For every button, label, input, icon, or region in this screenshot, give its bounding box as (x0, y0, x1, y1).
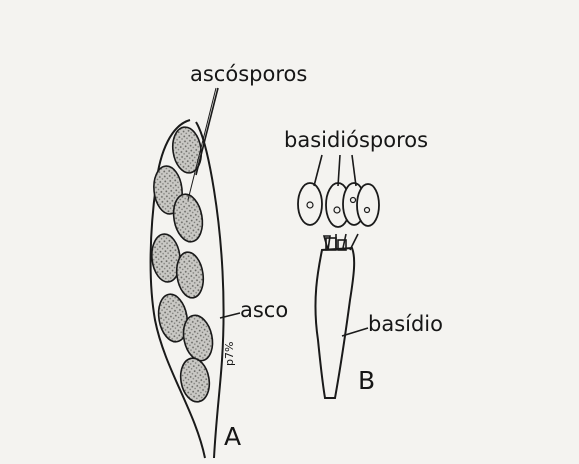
label-basidio: basídio (368, 314, 443, 335)
ascosporos-leader (196, 88, 218, 175)
label-basidiosporos: basidiósporos (284, 130, 428, 151)
label-ascosporos: ascósporos (190, 64, 307, 85)
scale-mark: p7% (224, 342, 235, 366)
basidiospore (357, 184, 379, 226)
ascospore (170, 125, 204, 174)
panel-label-b: B (358, 368, 375, 393)
panel-label-a: A (224, 424, 241, 449)
basidiospore (298, 183, 322, 225)
basidiosporos-leaders (314, 155, 356, 186)
basidiospores (298, 183, 379, 227)
basidium-outline (315, 248, 354, 398)
label-asco: asco (240, 300, 288, 321)
